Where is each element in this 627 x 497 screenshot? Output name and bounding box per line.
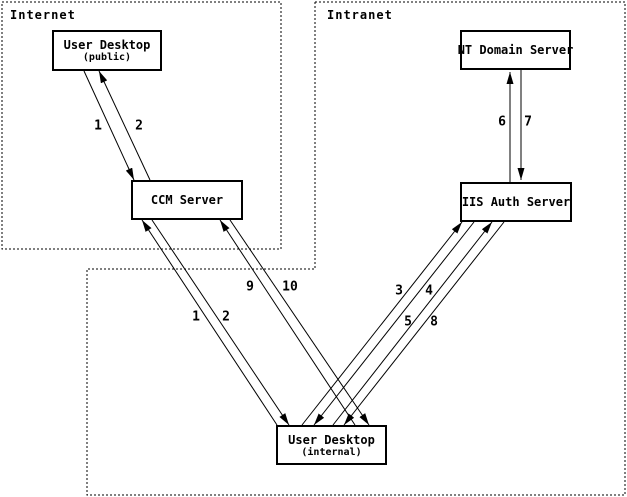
internet-region-border — [1, 1, 282, 250]
flow-arrows — [83, 70, 525, 426]
node-label-iis-auth-server: IIS Auth Server — [461, 195, 571, 209]
step-label-8-9: 8 — [430, 314, 438, 330]
step-label-6-10: 6 — [498, 114, 506, 130]
flow-arrow-user-desktop-public-to-ccm-server-step-1 — [83, 70, 135, 181]
flow-arrow-user-desktop-internal-to-iis-auth-server-step-3 — [301, 221, 463, 426]
step-label-2-1: 2 — [135, 118, 143, 134]
step-label-1-2: 1 — [192, 309, 200, 325]
flow-arrow-user-desktop-internal-to-iis-auth-server-step-5 — [332, 221, 493, 426]
step-label-7-11: 7 — [524, 114, 532, 130]
intranet-region-border — [86, 1, 626, 496]
node-user-desktop-public: User Desktop(public) — [52, 30, 162, 71]
step-label-4-7: 4 — [425, 283, 433, 299]
flow-arrow-iis-auth-server-to-user-desktop-internal-step-8 — [343, 221, 505, 426]
step-label-5-8: 5 — [404, 314, 412, 330]
node-nt-domain-server: NT Domain Server — [457, 30, 574, 70]
flow-arrow-ccm-server-to-user-desktop-internal-step-10 — [229, 219, 370, 426]
node-label-nt-domain-server: NT Domain Server — [457, 43, 574, 57]
step-label-1-0: 1 — [94, 118, 102, 134]
node-label-user-desktop-public: User Desktop — [63, 38, 151, 52]
node-label-user-desktop-internal: User Desktop — [288, 432, 375, 447]
node-label-ccm-server: CCM Server — [150, 193, 224, 207]
node-sublabel-user-desktop-internal: (internal) — [301, 446, 362, 458]
node-iis-auth-server: IIS Auth Server — [460, 182, 572, 222]
step-label-10-5: 10 — [282, 279, 298, 295]
intranet-region-label: Intranet — [327, 8, 393, 22]
node-ccm-server: CCM Server — [131, 180, 243, 220]
step-label-9-4: 9 — [246, 279, 254, 295]
node-sublabel-user-desktop-public: (public) — [82, 52, 132, 63]
step-label-3-6: 3 — [395, 283, 403, 299]
internet-region-label: Internet — [10, 8, 76, 22]
flow-arrow-iis-auth-server-to-user-desktop-internal-step-4 — [313, 221, 475, 426]
flow-arrow-user-desktop-internal-to-ccm-server-step-1 — [141, 219, 278, 426]
node-user-desktop-internal: User Desktop(internal) — [276, 425, 387, 465]
step-label-2-3: 2 — [222, 309, 230, 325]
flow-arrow-ccm-server-to-user-desktop-public-step-2 — [98, 70, 151, 181]
flow-arrow-user-desktop-internal-to-ccm-server-step-9 — [219, 219, 356, 426]
flow-arrow-ccm-server-to-user-desktop-internal-step-2 — [151, 219, 290, 426]
